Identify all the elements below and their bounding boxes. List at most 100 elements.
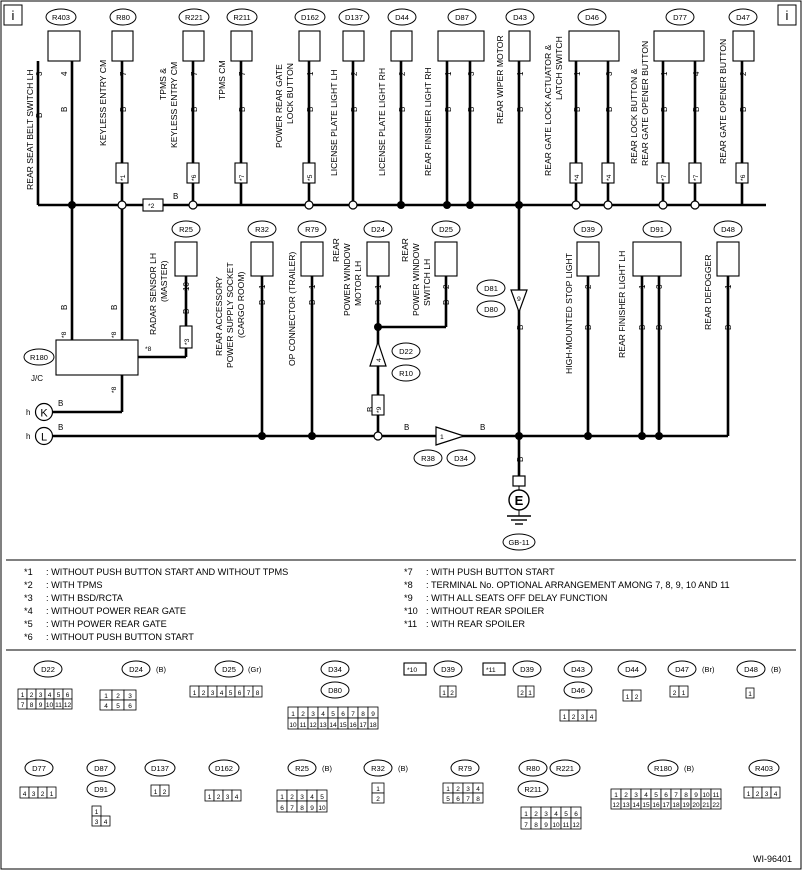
svg-text:*8: *8 — [145, 346, 152, 353]
component-d43 — [508, 30, 531, 62]
component-d24 — [366, 241, 390, 277]
pin-number: 4 — [476, 786, 480, 793]
svg-text:(Gr): (Gr) — [248, 665, 262, 674]
svg-text:*7: *7 — [239, 174, 246, 181]
svg-text:B: B — [60, 107, 69, 112]
pin-number: 9 — [310, 805, 314, 812]
component-d44 — [390, 30, 413, 62]
connector-face-d48: 1 — [745, 687, 755, 699]
svg-text:R10: R10 — [399, 369, 413, 378]
pin-number: 9 — [694, 792, 698, 799]
pin-number: 6 — [574, 811, 578, 818]
svg-text:(B): (B) — [684, 764, 695, 773]
pin-number: 18 — [672, 802, 680, 809]
svg-text:B: B — [655, 325, 664, 330]
legend-text: : WITH POWER REAR GATE — [46, 619, 167, 629]
pin-number: 22 — [712, 802, 720, 809]
svg-text:D22: D22 — [41, 665, 55, 674]
pin-number: 1 — [748, 691, 752, 698]
pin-number: 7 — [290, 805, 294, 812]
legend-text: : WITHOUT PUSH BUTTON START AND WITHOUT … — [46, 567, 288, 577]
pin-number: 8 — [300, 805, 304, 812]
pin-number: 1 — [21, 692, 25, 699]
svg-text:3: 3 — [605, 71, 614, 76]
pin-number: 10 — [289, 722, 297, 729]
pin-number: 5 — [331, 711, 335, 718]
legend-text: : WITHOUT POWER REAR GATE — [46, 606, 186, 616]
legend-mark: *10 — [404, 606, 418, 616]
svg-text:7: 7 — [190, 71, 199, 76]
pin-number: 8 — [30, 702, 34, 709]
pin-number: 13 — [319, 722, 327, 729]
pin-cell — [371, 792, 385, 804]
pin-number: 7 — [466, 796, 470, 803]
pin-cell — [367, 717, 379, 730]
svg-text:R211: R211 — [233, 13, 250, 22]
svg-text:REAR SEAT BELT SWITCH LH: REAR SEAT BELT SWITCH LH — [25, 69, 35, 190]
component-d91 — [632, 241, 682, 277]
pin-number: 4 — [220, 690, 224, 697]
svg-text:4: 4 — [692, 71, 701, 76]
svg-text:(CARGO ROOM): (CARGO ROOM) — [236, 272, 246, 338]
svg-text:*8: *8 — [61, 331, 68, 338]
svg-text:REAR GATE OPENER BUTTON: REAR GATE OPENER BUTTON — [718, 39, 728, 164]
pin-number: 17 — [359, 722, 367, 729]
svg-text:2: 2 — [350, 71, 359, 76]
connector-tag-r221 — [178, 8, 210, 26]
svg-text:B: B — [110, 305, 119, 310]
pin-number: 9 — [371, 711, 375, 718]
svg-text:i: i — [786, 8, 789, 23]
pin-number: 10 — [46, 702, 54, 709]
pin-number: 1 — [50, 791, 54, 798]
pin-number: 13 — [622, 802, 630, 809]
svg-text:10: 10 — [182, 282, 191, 291]
pin-number: 8 — [256, 690, 260, 697]
svg-text:B: B — [182, 309, 191, 314]
pin-number: 5 — [446, 796, 450, 803]
svg-text:(B): (B) — [156, 665, 167, 674]
svg-text:E: E — [515, 493, 524, 508]
svg-text:REAR GATE OPENER BUTTON: REAR GATE OPENER BUTTON — [640, 41, 650, 166]
legend-text: : WITHOUT REAR SPOILER — [426, 606, 545, 616]
pin-number: 3 — [128, 693, 132, 700]
svg-text:R32: R32 — [255, 225, 269, 234]
pin-number: 3 — [226, 794, 230, 801]
svg-text:*11: *11 — [486, 667, 496, 674]
pin-number: 2 — [624, 792, 628, 799]
svg-text:REAR: REAR — [331, 238, 341, 262]
svg-text:1: 1 — [638, 284, 647, 289]
svg-text:1: 1 — [306, 71, 315, 76]
pin-number: 14 — [329, 722, 337, 729]
legend-mark: *7 — [404, 567, 413, 577]
pin-cell — [770, 786, 781, 799]
svg-text:1: 1 — [724, 284, 733, 289]
connector-tag-d46 — [577, 8, 607, 26]
svg-text:R79: R79 — [305, 225, 319, 234]
svg-text:1: 1 — [440, 434, 444, 441]
svg-text:B: B — [444, 107, 453, 112]
svg-text:R211: R211 — [524, 785, 541, 794]
svg-text:B: B — [638, 325, 647, 330]
pin-number: 1 — [682, 690, 686, 697]
pin-number: 2 — [202, 690, 206, 697]
svg-text:D22: D22 — [399, 347, 413, 356]
pin-number: 20 — [692, 802, 700, 809]
svg-text:B: B — [573, 107, 582, 112]
pin-number: 3 — [544, 811, 548, 818]
pin-number: 2 — [572, 714, 576, 721]
svg-text:D162: D162 — [215, 764, 233, 773]
svg-text:B: B — [724, 325, 733, 330]
pin-cell — [46, 786, 57, 799]
pin-number: 12 — [612, 802, 620, 809]
pin-number: 1 — [376, 786, 380, 793]
inline-connector-r38-d34: 1 B B R38 D34 — [404, 423, 485, 467]
component-d48 — [716, 241, 740, 277]
pin-number: 4 — [48, 692, 52, 699]
svg-text:i: i — [12, 8, 15, 23]
pin-number: 2 — [217, 794, 221, 801]
legend-mark: *11 — [404, 619, 417, 629]
